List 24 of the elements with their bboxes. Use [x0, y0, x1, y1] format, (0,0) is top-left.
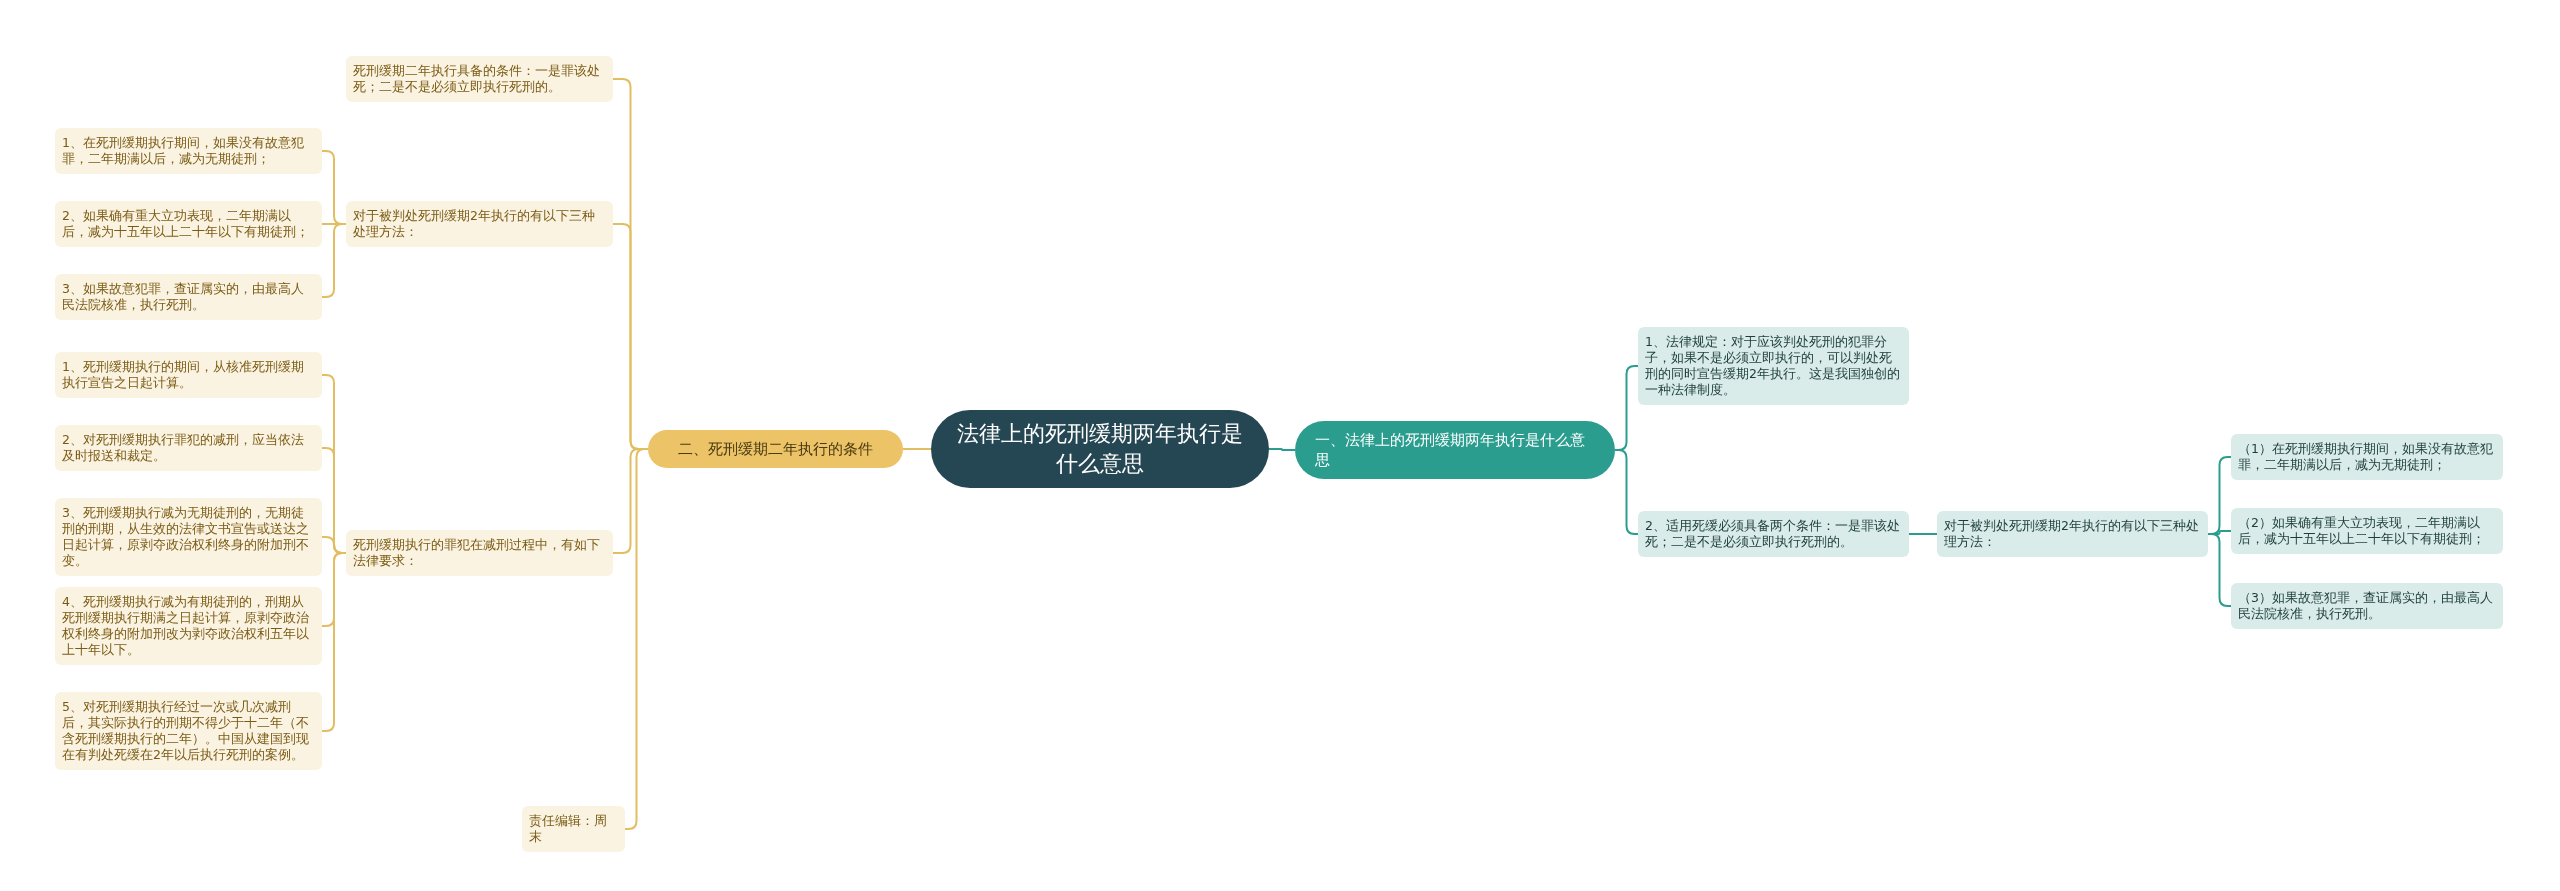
subtopic-node: 3、死刑缓期执行减为无期徒刑的，无期徒刑的刑期，从生效的法律文书宣告或送达之日起计算，原剥夺政治权利终身的附加刑不变。 [55, 498, 322, 576]
subtopic-node: 死刑缓期二年执行具备的条件：一是罪该处死；二是不是必须立即执行死刑的。 [346, 56, 613, 102]
subtopic-node: 对于被判处死刑缓期2年执行的有以下三种处理方法： [1937, 511, 2208, 557]
root-node: 法律上的死刑缓期两年执行是什么意思 [931, 410, 1269, 488]
connector-line [902, 448, 932, 450]
topic-node: 二、死刑缓期二年执行的条件 [648, 430, 903, 468]
subtopic-node: 对于被判处死刑缓期2年执行的有以下三种处理方法： [346, 201, 613, 247]
subtopic-node: 2、如果确有重大立功表现，二年期满以后，减为十五年以上二十年以下有期徒刑； [55, 201, 322, 247]
subtopic-node: 1、在死刑缓期执行期间，如果没有故意犯罪，二年期满以后，减为无期徒刑； [55, 128, 322, 174]
subtopic-node: 1、法律规定：对于应该判处死刑的犯罪分子，如果不是必须立即执行的，可以判处死刑的同时宣告缓期2年执行。这是我国独创的一种法律制度。 [1638, 327, 1909, 405]
subtopic-node: （1）在死刑缓期执行期间，如果没有故意犯罪，二年期满以后，减为无期徒刑； [2231, 434, 2503, 480]
subtopic-node: 死刑缓期执行的罪犯在减刑过程中，有如下法律要求： [346, 530, 613, 576]
subtopic-node: 3、如果故意犯罪，查证属实的，由最高人民法院核准，执行死刑。 [55, 274, 322, 320]
topic-node: 一、法律上的死刑缓期两年执行是什么意思 [1295, 421, 1615, 479]
subtopic-node: 2、对死刑缓期执行罪犯的减刑，应当依法及时报送和裁定。 [55, 425, 322, 471]
subtopic-node: 1、死刑缓期执行的期间，从核准死刑缓期执行宣告之日起计算。 [55, 352, 322, 398]
subtopic-node: 5、对死刑缓期执行经过一次或几次减刑后，其实际执行的刑期不得少于十二年（不含死刑缓期执行的二年）。中国从建国到现在有判处死缓在2年以后执行死刑的案例。 [55, 692, 322, 770]
subtopic-node: （3）如果故意犯罪，查证属实的，由最高人民法院核准，执行死刑。 [2231, 583, 2503, 629]
connector-line [1268, 448, 1296, 451]
subtopic-node: 2、适用死缓必须具备两个条件：一是罪该处死；二是不是必须立即执行死刑的。 [1638, 511, 1909, 557]
subtopic-node: 责任编辑：周末 [522, 806, 625, 852]
subtopic-node: （2）如果确有重大立功表现，二年期满以后，减为十五年以上二十年以下有期徒刑； [2231, 508, 2503, 554]
connector-line [1908, 533, 1938, 535]
subtopic-node: 4、死刑缓期执行减为有期徒刑的，刑期从死刑缓期执行期满之日起计算，原剥夺政治权利终身的附加刑改为剥夺政治权利五年以上十年以下。 [55, 587, 322, 665]
